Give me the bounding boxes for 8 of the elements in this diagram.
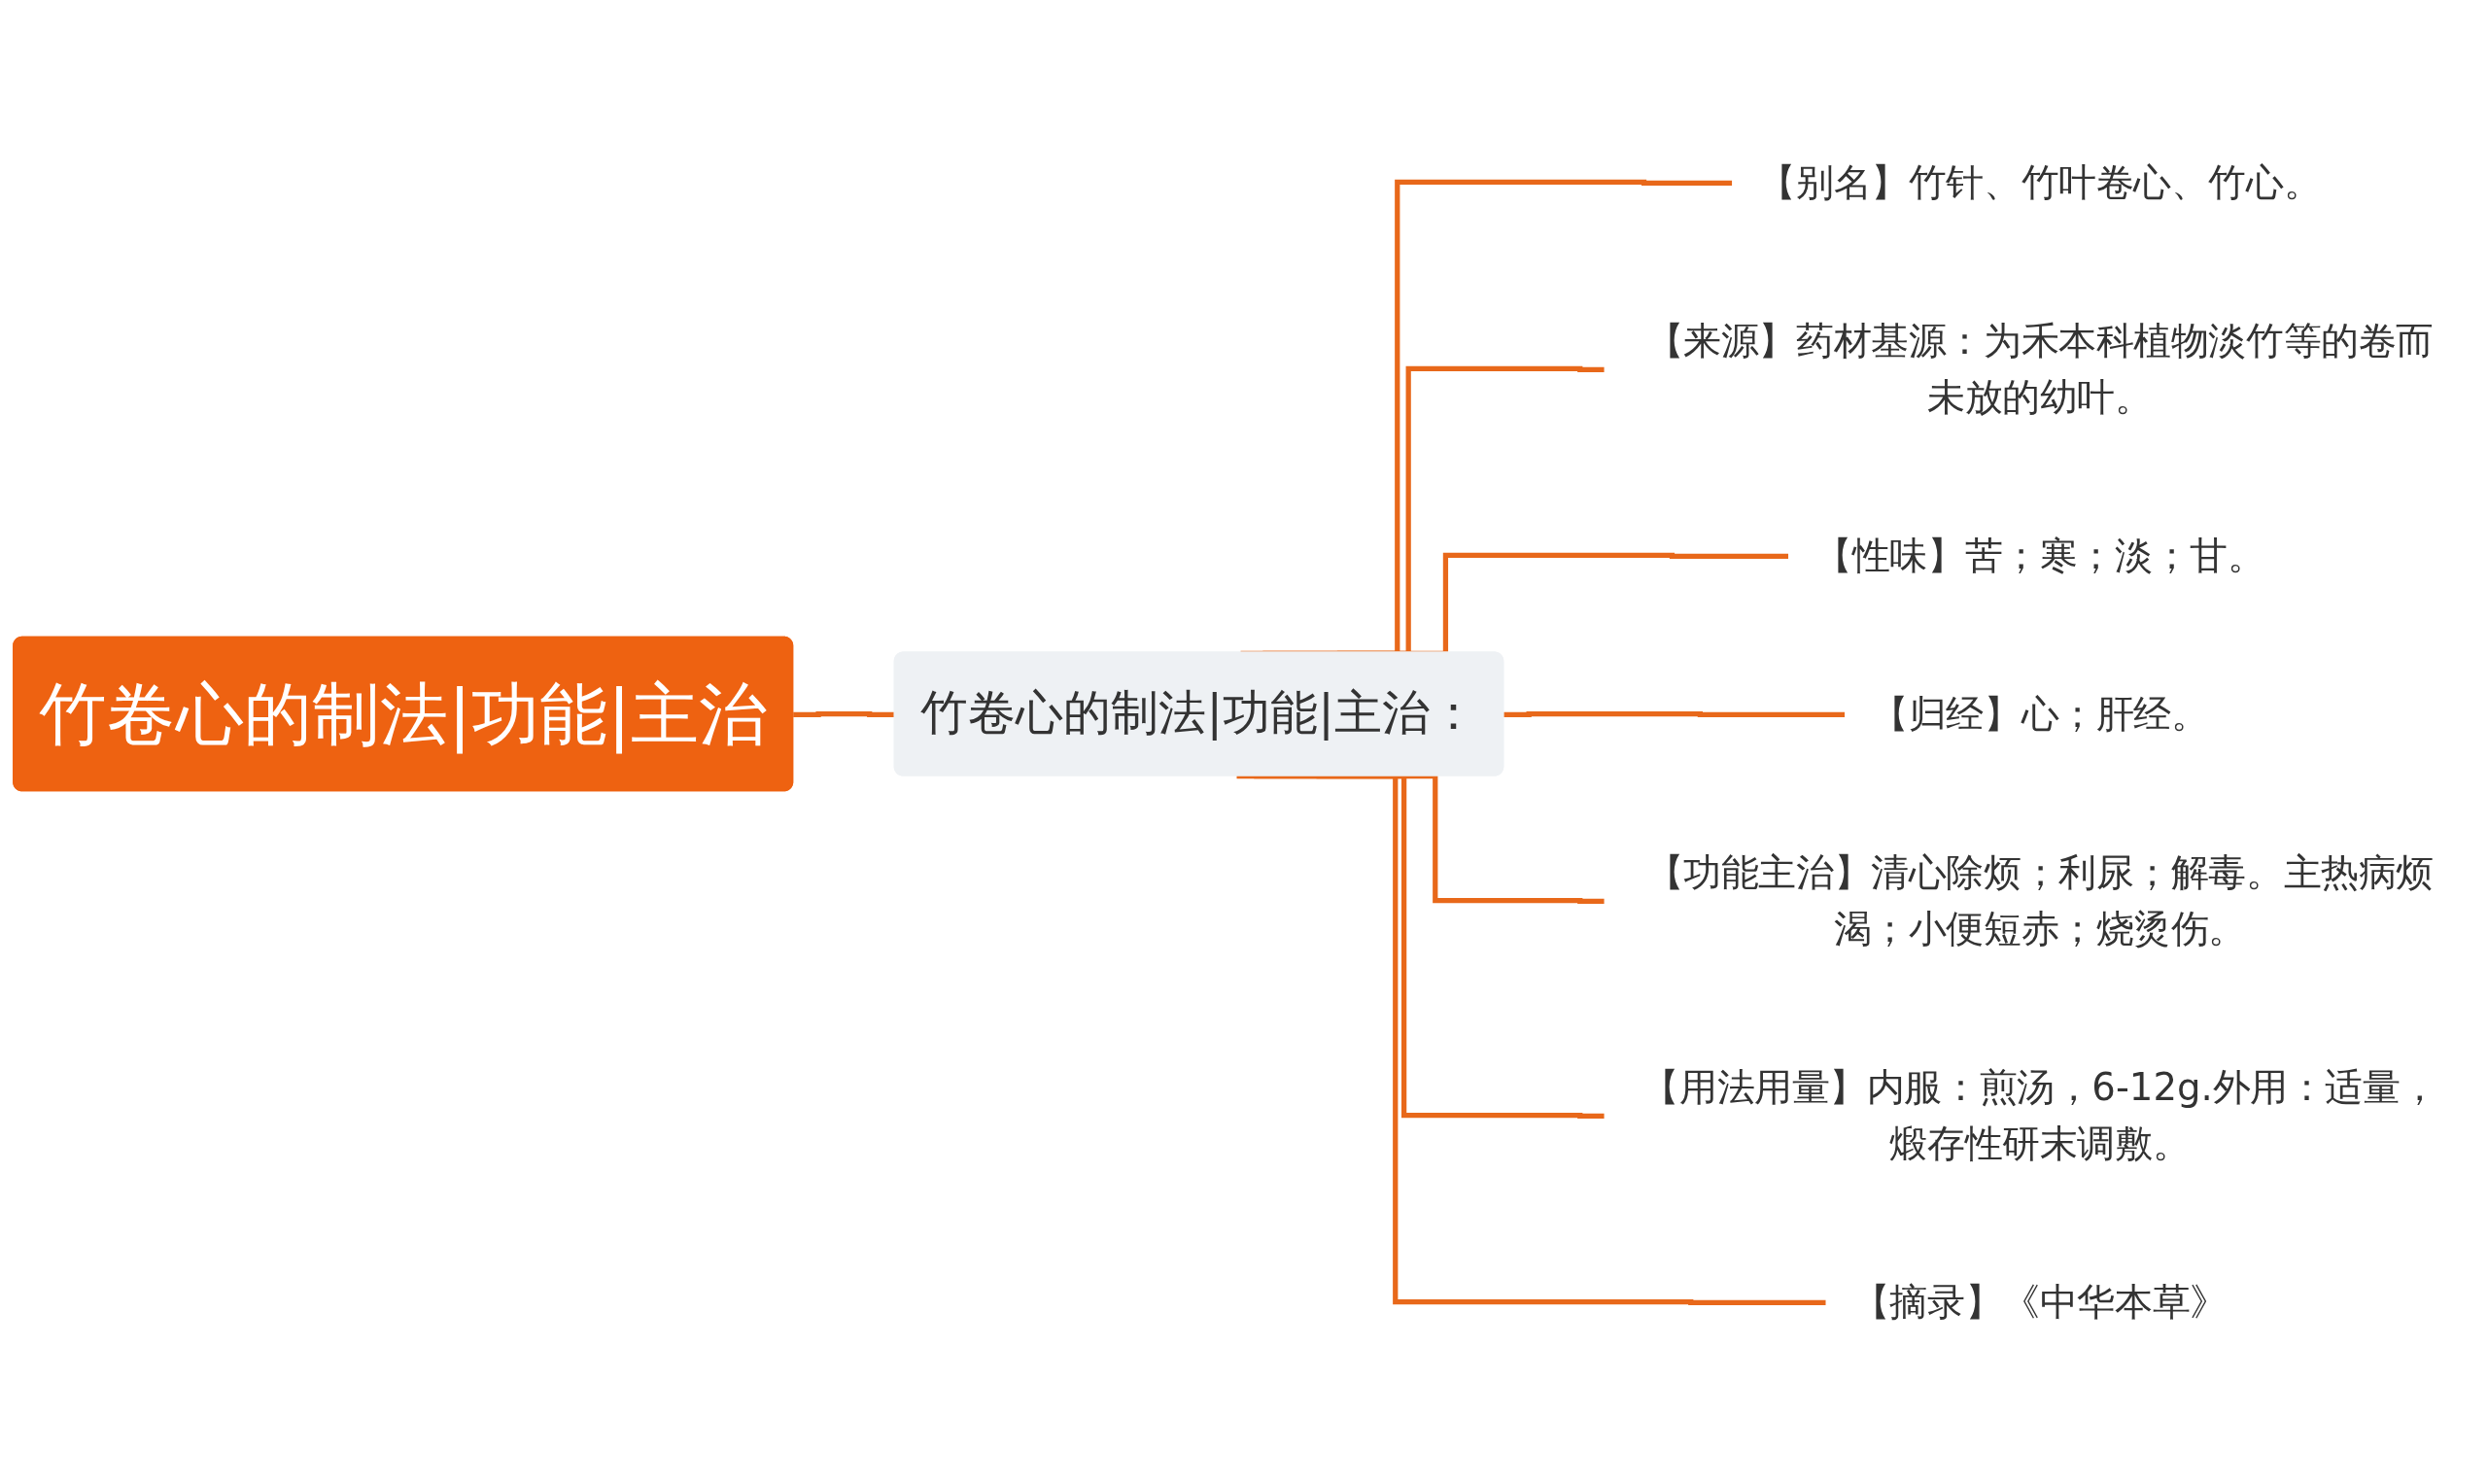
connector bbox=[793, 710, 896, 718]
node-text: 【性味】苦；寒；淡；甘。 bbox=[1814, 534, 2265, 577]
node-text: 【摘录】《中华本草》 bbox=[1851, 1280, 2228, 1324]
node-text: 【归经】心；肝经。 bbox=[1871, 692, 2209, 736]
node-text: 【功能主治】清心除烦；利尿；解毒。主热病烦渴；小便短赤；烧烫伤。 bbox=[1645, 850, 2434, 950]
node-text: 【用法用量】内服：煎汤，6-12g.外用：适量，煅存性研末调敷。 bbox=[1641, 1065, 2438, 1165]
node-text: 【来源】药材基源：为禾本科植物淡竹等的卷而未放的幼叶。 bbox=[1645, 319, 2434, 419]
node-text: 【别名】竹针、竹叶卷心、竹心。 bbox=[1758, 160, 2322, 204]
